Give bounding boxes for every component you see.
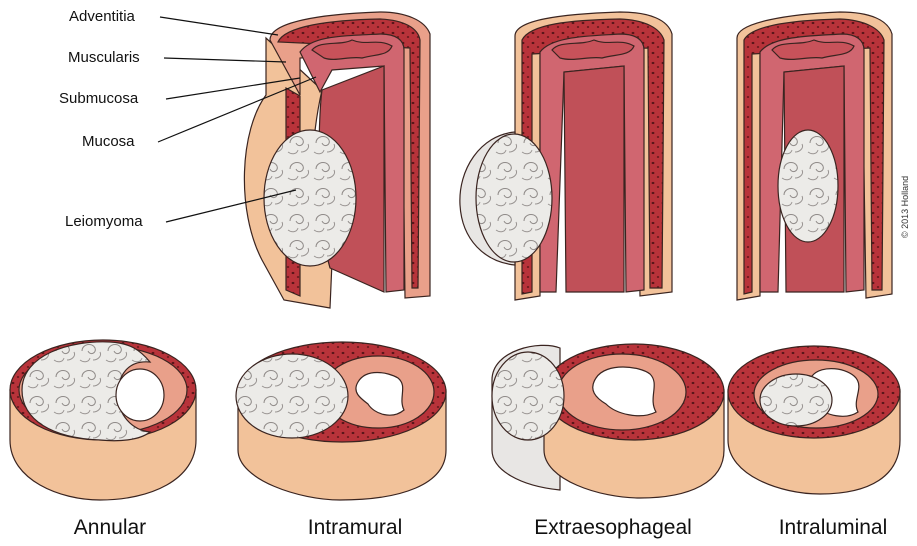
caption-extraesophageal: Extraesophageal (518, 516, 708, 540)
label-mucosa: Mucosa (82, 133, 135, 150)
label-adventitia: Adventitia (69, 8, 135, 25)
disc-extraesophageal (492, 344, 724, 498)
tube-intraluminal-longitudinal (737, 12, 892, 300)
label-muscularis: Muscularis (68, 49, 140, 66)
caption-intraluminal: Intraluminal (758, 516, 908, 540)
disc-intramural (236, 342, 446, 500)
disc-intraluminal (728, 346, 900, 494)
tube-intramural-longitudinal (244, 12, 430, 308)
tube-extraesophageal-longitudinal (460, 12, 672, 300)
disc-annular (10, 340, 196, 500)
caption-annular: Annular (55, 516, 165, 540)
label-submucosa: Submucosa (59, 90, 138, 107)
leader-adventitia (160, 17, 278, 35)
copyright-credit: © 2013 Holland (900, 176, 910, 238)
label-leiomyoma: Leiomyoma (65, 213, 143, 230)
caption-intramural: Intramural (290, 516, 420, 540)
